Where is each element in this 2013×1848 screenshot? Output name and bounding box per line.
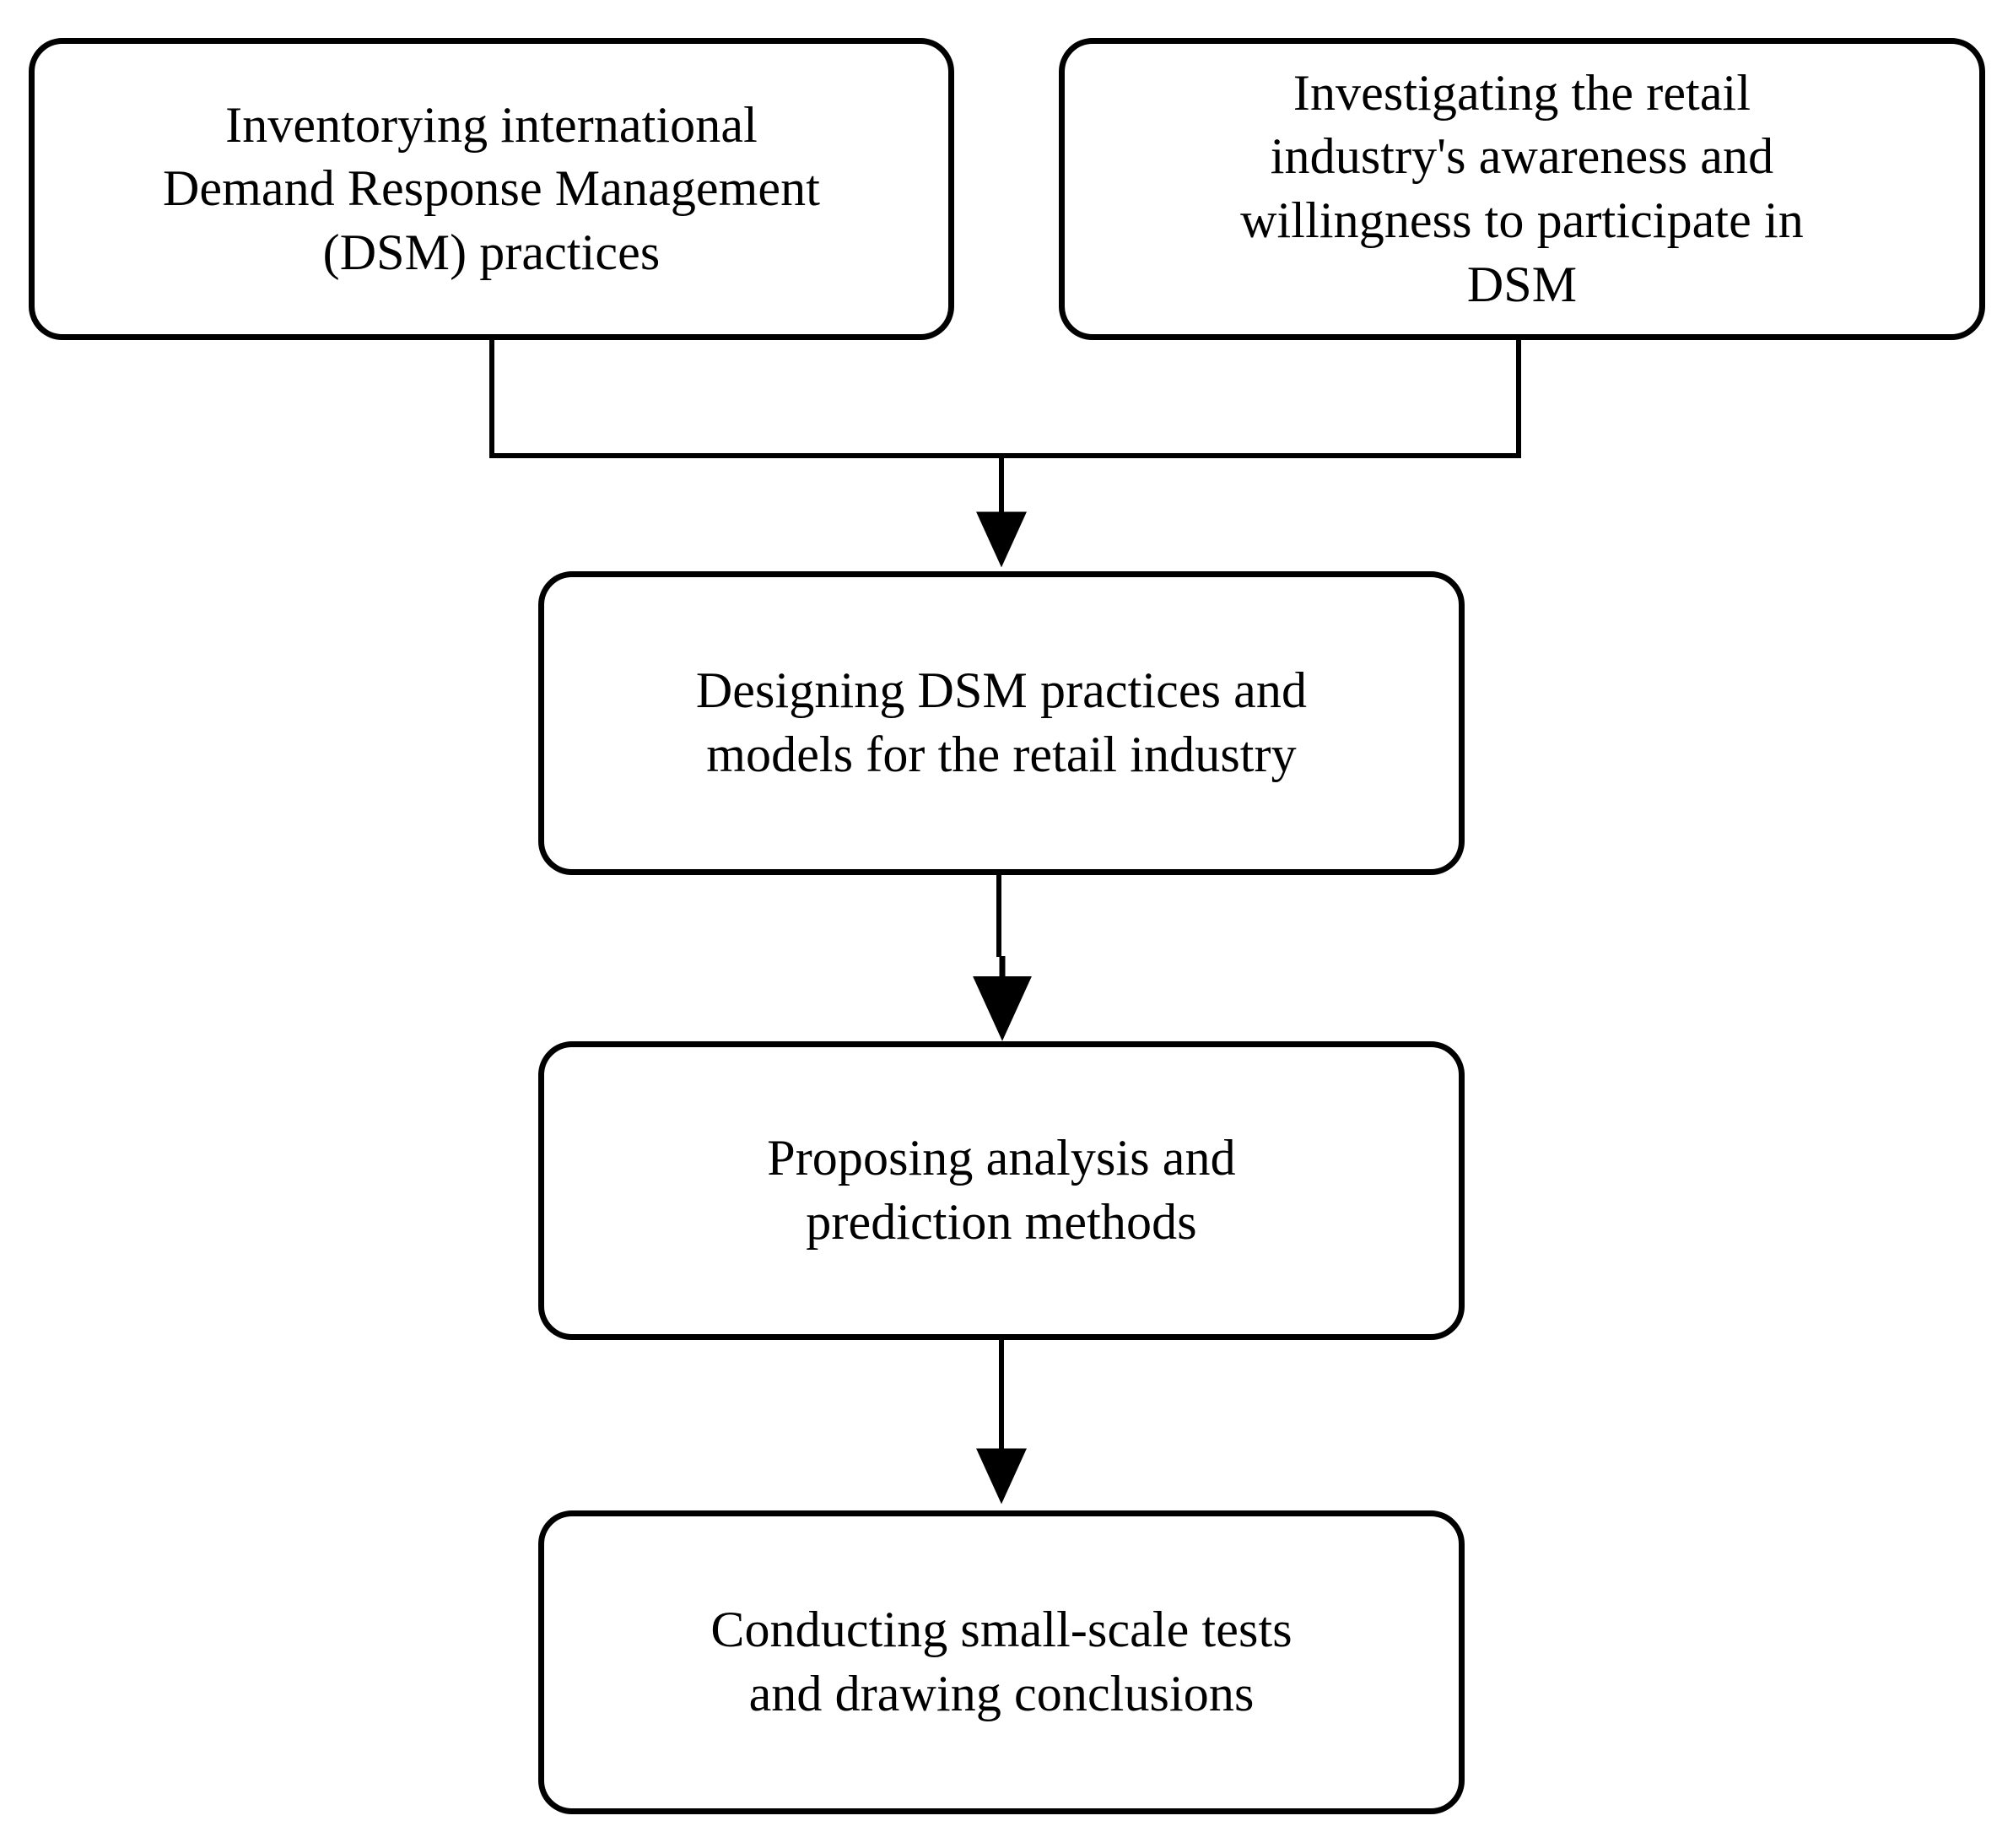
node-inventorying-dsm-practices[interactable]: Inventorying international Demand Respon… [29,38,954,340]
node-label: Investigating the retail industry's awar… [1240,64,1804,312]
connector-merge-to-designing [489,340,1521,568]
node-label: Inventorying international Demand Respon… [162,96,821,280]
node-designing-dsm-practices[interactable]: Designing DSM practices and models for t… [538,571,1465,875]
node-label: Designing DSM practices and models for t… [695,662,1308,782]
node-investigating-retail-awareness[interactable]: Investigating the retail industry's awar… [1059,38,1985,340]
node-label: Proposing analysis and prediction method… [767,1130,1236,1250]
connector-designing-to-proposing [973,875,1032,1041]
node-proposing-analysis-prediction[interactable]: Proposing analysis and prediction method… [538,1041,1465,1340]
node-label: Conducting small-scale tests and drawing… [710,1602,1293,1721]
node-conducting-tests-conclusions[interactable]: Conducting small-scale tests and drawing… [538,1510,1465,1814]
